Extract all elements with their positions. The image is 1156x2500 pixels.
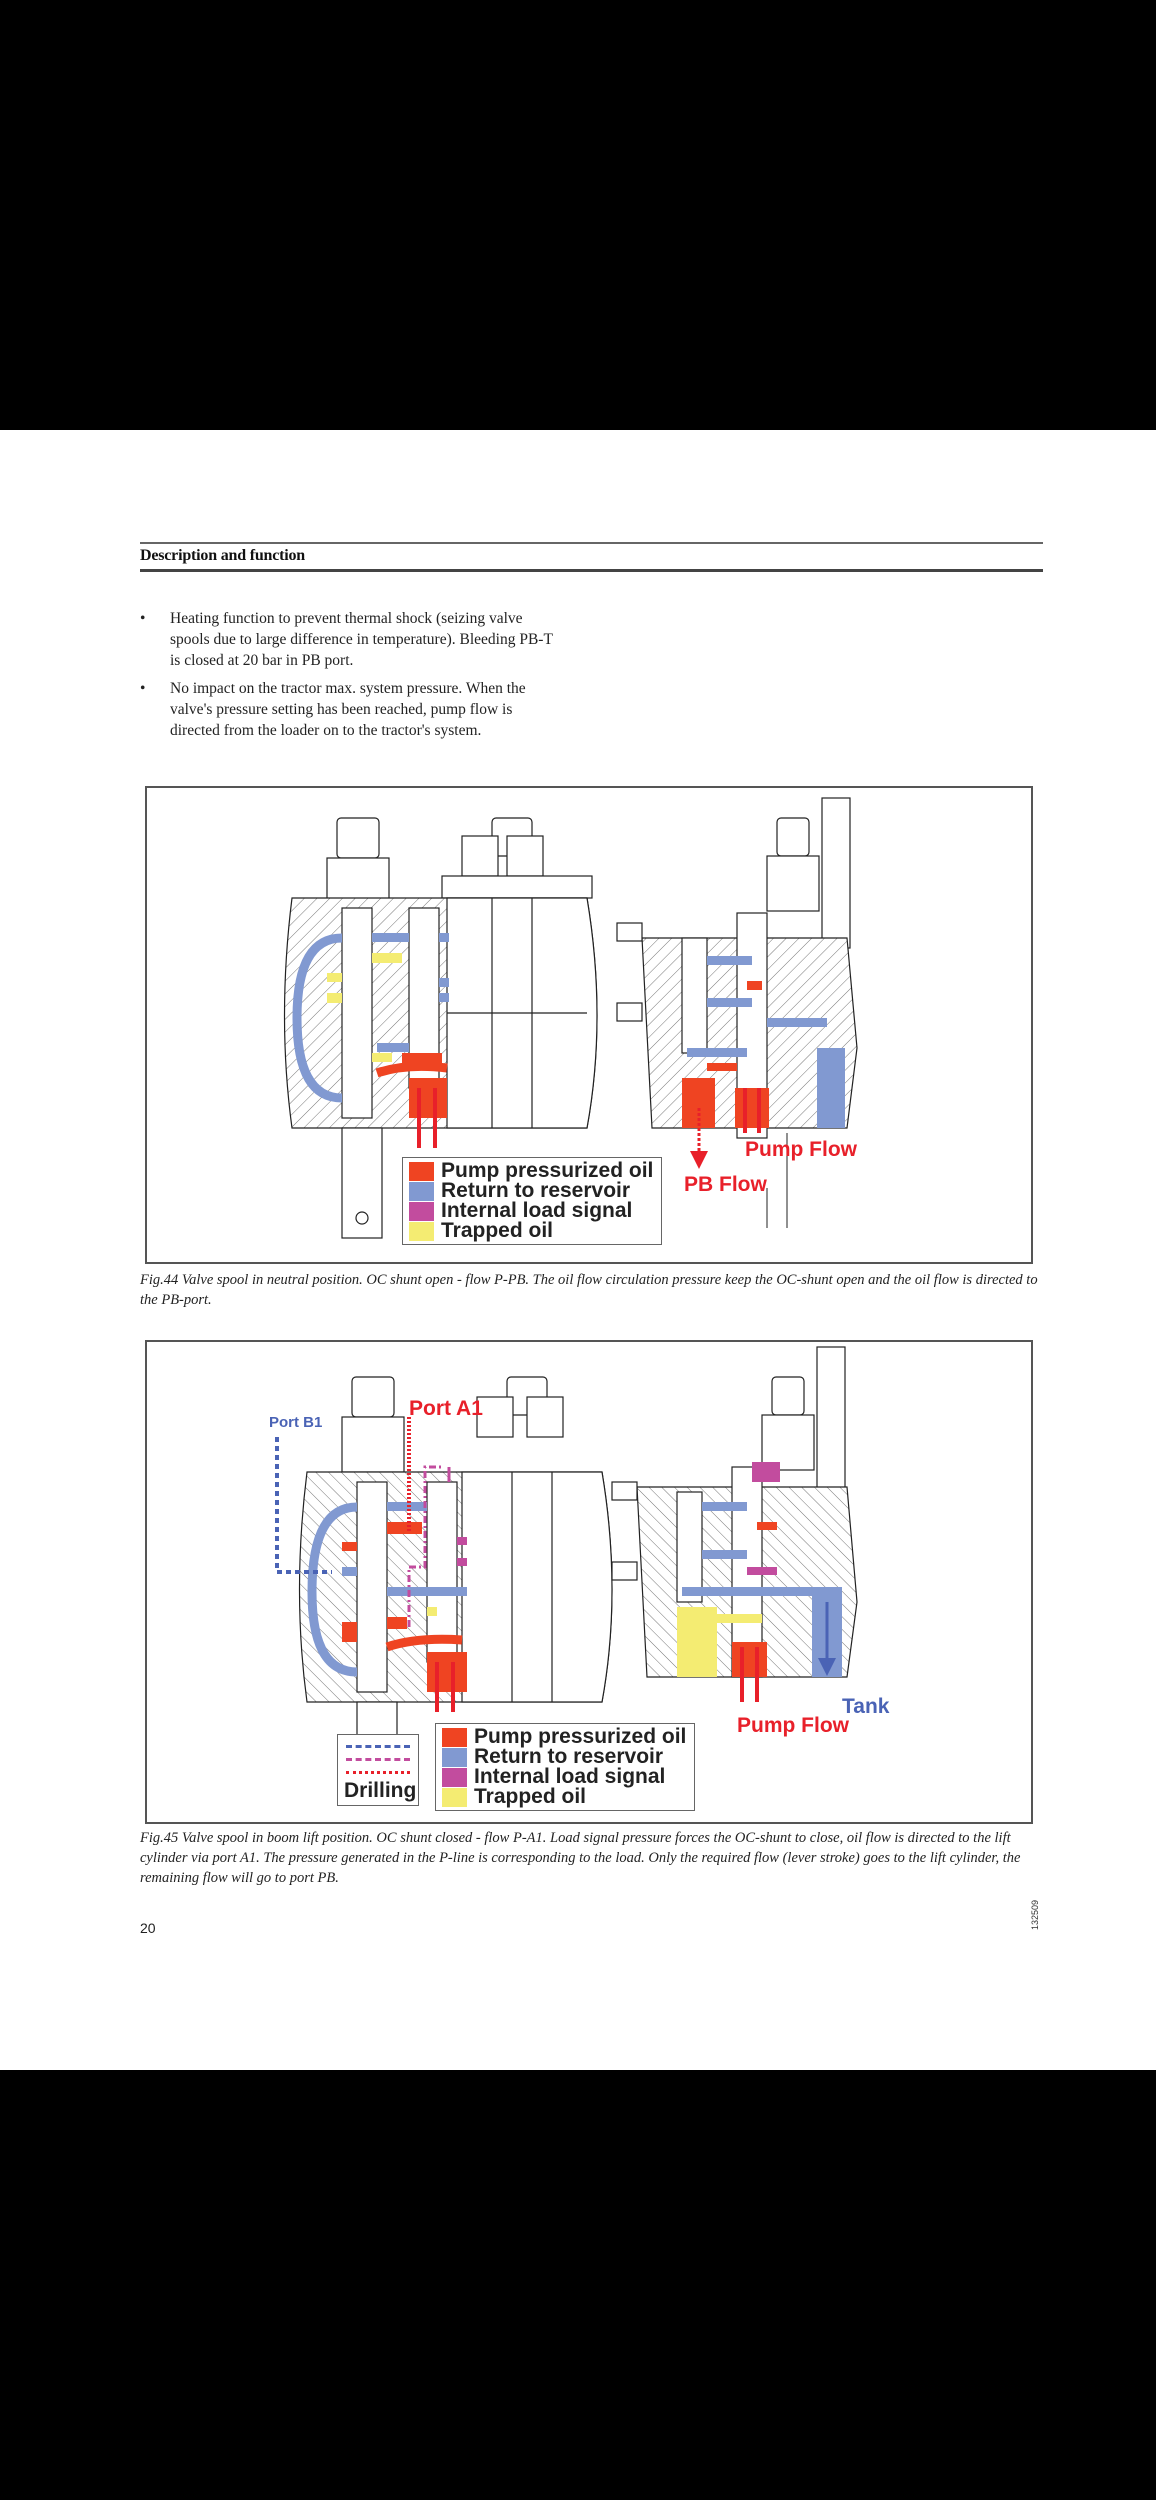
bullet-item: • No impact on the tractor max. system p…	[140, 678, 560, 741]
document-code: 132509	[1030, 1899, 1040, 1930]
port-b1-label: Port B1	[269, 1414, 323, 1431]
legend-item: Return to reservoir	[409, 1179, 653, 1202]
legend-item: Return to reservoir	[442, 1745, 686, 1768]
legend-label: Pump pressurized oil	[474, 1725, 687, 1748]
legend-item: Internal load signal	[409, 1199, 653, 1222]
legend-swatch	[409, 1221, 434, 1241]
color-legend: Pump pressurized oil Return to reservoir…	[435, 1723, 696, 1811]
port-a1-label: Port A1	[409, 1397, 483, 1420]
legend-label: Trapped oil	[474, 1785, 587, 1808]
tank-label: Tank	[842, 1695, 890, 1718]
header-rule-bottom	[140, 569, 1043, 572]
bullet-text: No impact on the tractor max. system pre…	[170, 680, 526, 739]
legend-label: Trapped oil	[441, 1219, 554, 1242]
drilling-legend: Drilling	[337, 1734, 419, 1806]
legend-swatch	[442, 1767, 467, 1787]
figure-44-caption: Fig.44 Valve spool in neutral position. …	[140, 1272, 1038, 1308]
legend-swatch	[409, 1161, 434, 1181]
left-valve-section	[298, 1376, 613, 1778]
drilling-line-red	[346, 1771, 410, 1774]
legend-swatch	[442, 1727, 467, 1747]
legend-swatch	[442, 1787, 467, 1807]
pump-flow-label: Pump Flow	[737, 1714, 849, 1737]
figure-45: Port B1 Port A1 Tank Pump Flow Drilling …	[145, 1340, 1033, 1824]
section-title: Description and function	[140, 547, 305, 564]
legend-label: Pump pressurized oil	[441, 1159, 654, 1182]
valve-neutral-diagram	[283, 797, 858, 1239]
legend-item: Internal load signal	[442, 1765, 686, 1788]
drilling-line-magenta	[346, 1758, 410, 1761]
figure-45-caption: Fig.45 Valve spool in boom lift position…	[140, 1830, 1021, 1886]
figure-44: Pump Flow PB Flow Pump pressurized oil R…	[145, 786, 1033, 1264]
page-number: 20	[140, 1920, 156, 1936]
color-legend: Pump pressurized oil Return to reservoir…	[402, 1157, 663, 1245]
left-valve-section	[283, 817, 598, 1239]
drilling-line-blue	[346, 1745, 410, 1748]
header-rule-top	[140, 542, 1043, 544]
legend-label: Return to reservoir	[441, 1179, 631, 1202]
bullet-marker: •	[140, 680, 146, 697]
legend-swatch	[409, 1201, 434, 1221]
bullet-text: Heating function to prevent thermal shoc…	[170, 610, 553, 669]
document-page: Description and function • Heating funct…	[0, 430, 1156, 2070]
pb-flow-label: PB Flow	[684, 1173, 767, 1196]
pump-flow-label: Pump Flow	[745, 1138, 857, 1161]
drilling-label: Drilling	[344, 1779, 417, 1802]
bullet-list: • Heating function to prevent thermal sh…	[140, 608, 560, 748]
legend-label: Return to reservoir	[474, 1745, 664, 1768]
legend-item: Pump pressurized oil	[409, 1159, 654, 1182]
legend-label: Internal load signal	[474, 1765, 666, 1788]
bullet-item: • Heating function to prevent thermal sh…	[140, 608, 560, 671]
legend-swatch	[409, 1181, 434, 1201]
bullet-marker: •	[140, 610, 146, 627]
legend-item: Trapped oil	[409, 1219, 653, 1242]
legend-swatch	[442, 1747, 467, 1767]
legend-item: Trapped oil	[442, 1785, 686, 1808]
legend-label: Internal load signal	[441, 1199, 633, 1222]
legend-item: Pump pressurized oil	[442, 1725, 687, 1748]
